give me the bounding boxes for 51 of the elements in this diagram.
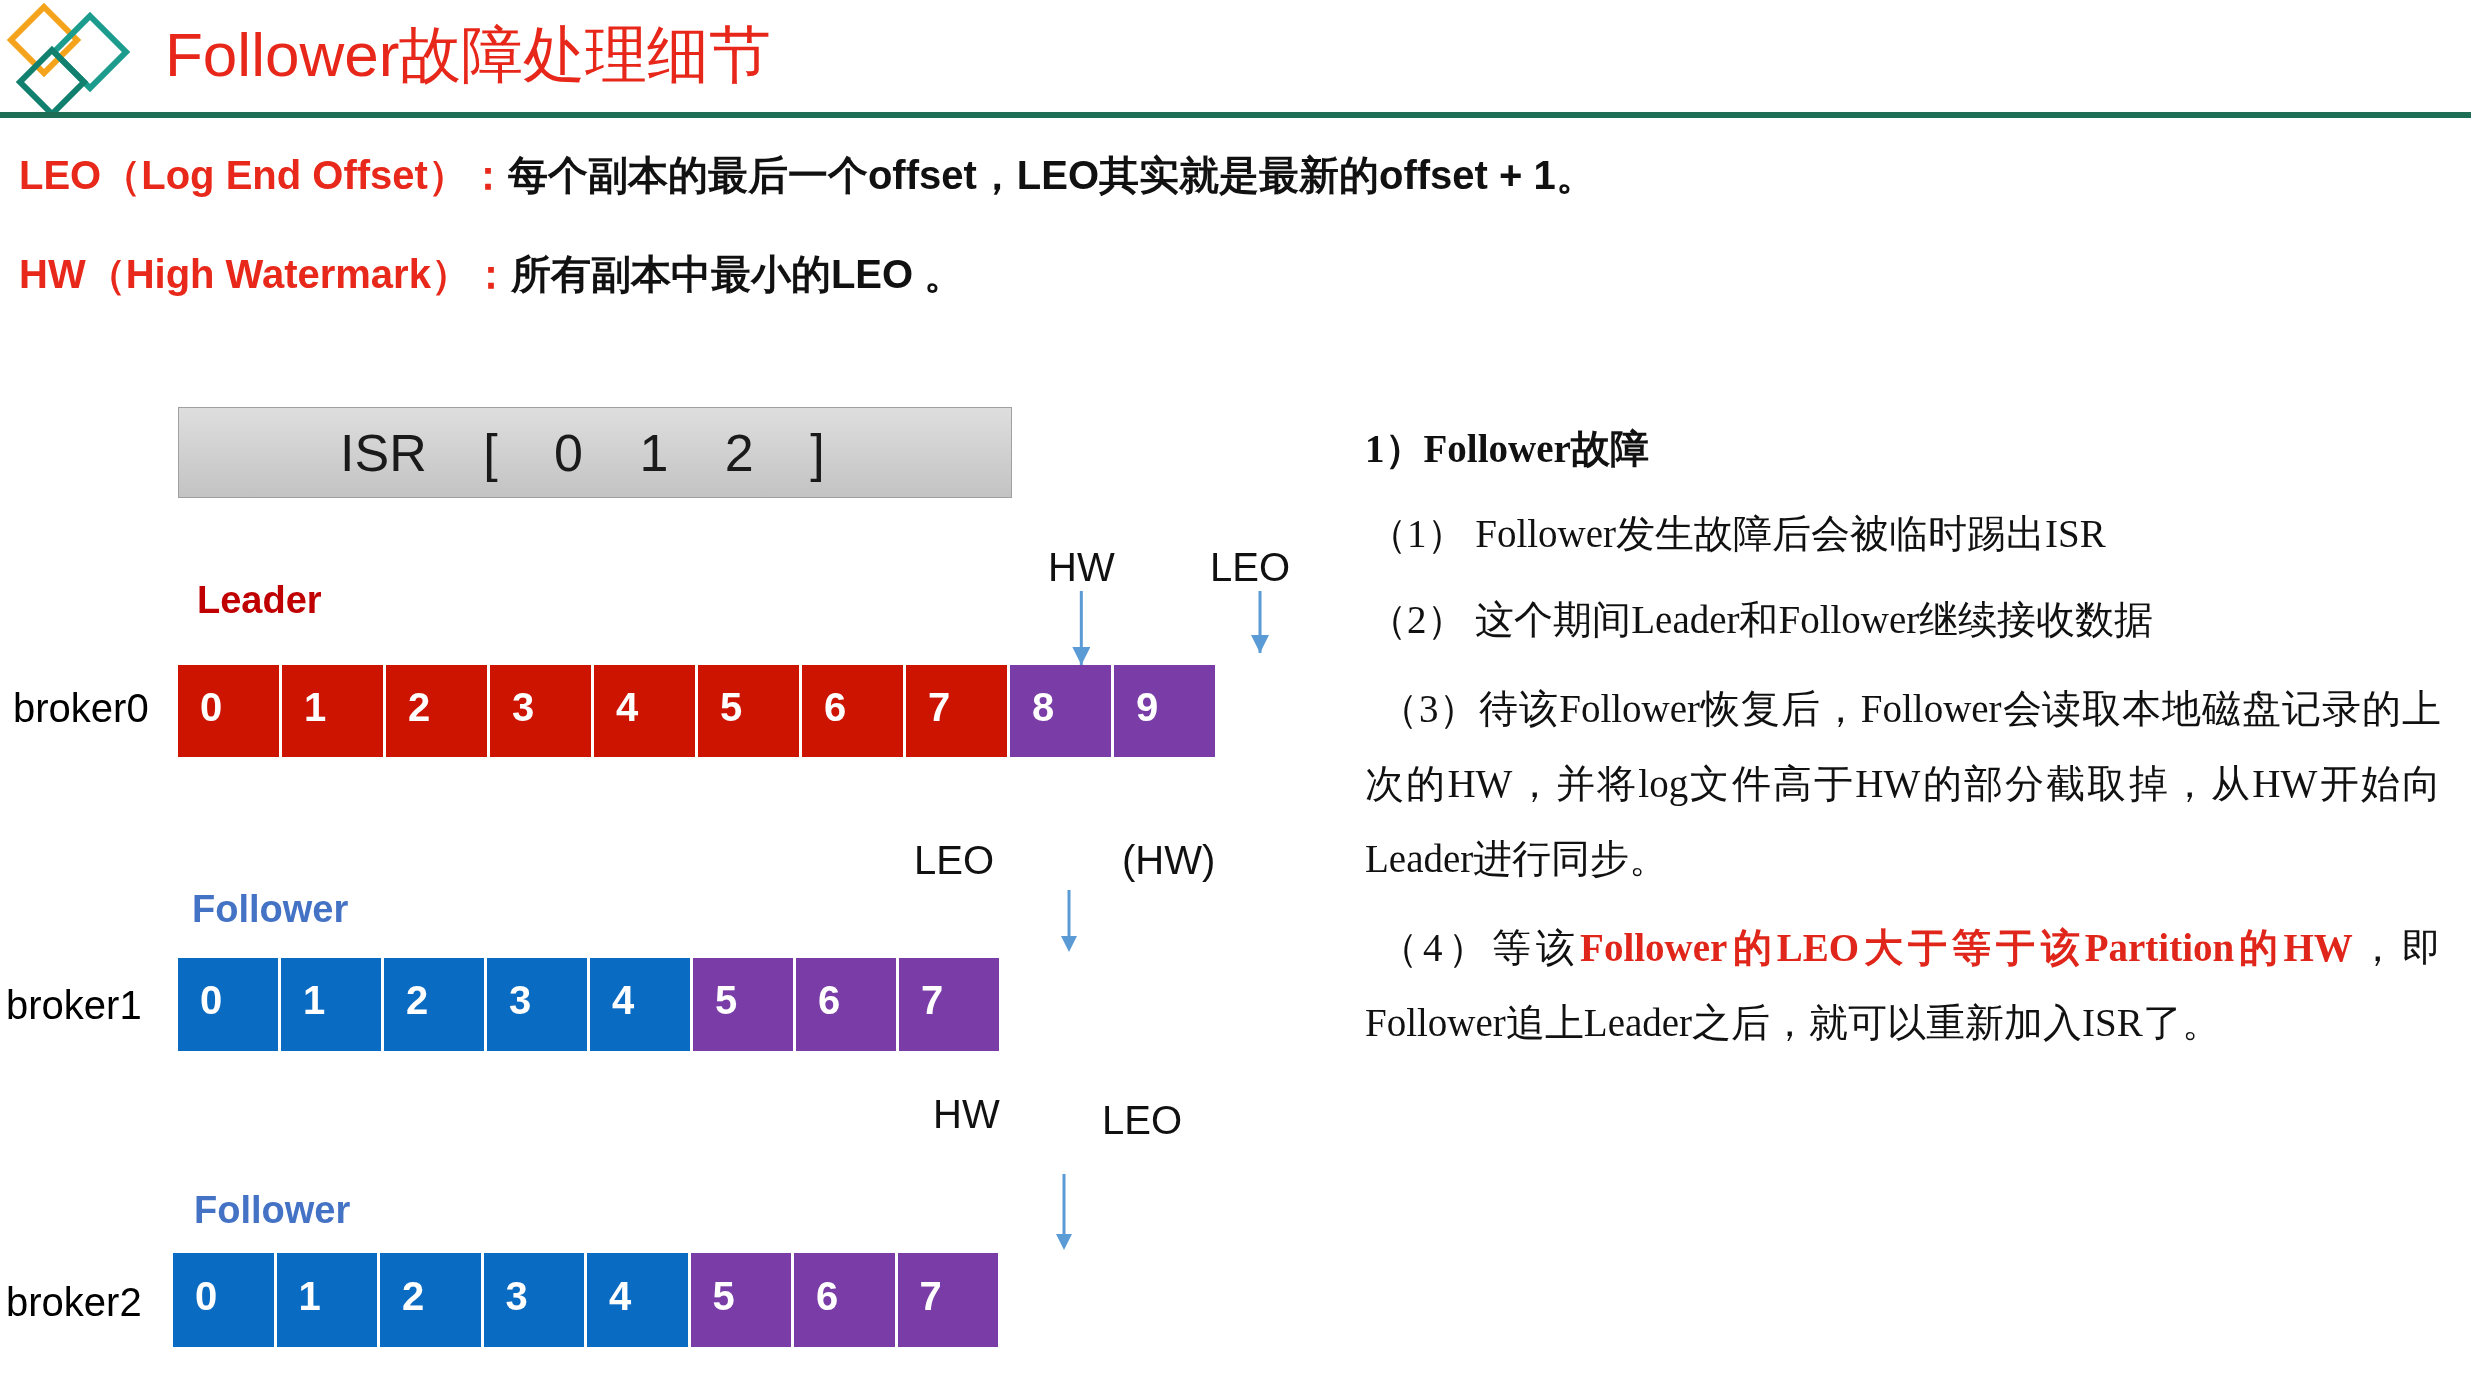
broker-label: broker1: [6, 982, 142, 1028]
offset-cell: 4: [587, 1253, 688, 1347]
offset-cell: 2: [386, 665, 487, 757]
section-heading: 1）Follower故障: [1365, 426, 1649, 472]
pointer-arrow: [1072, 591, 1091, 665]
offset-cell: 6: [802, 665, 903, 757]
offset-cell: 0: [178, 958, 278, 1051]
isr-bar: ISR [ 0 1 2 ]: [178, 407, 1012, 498]
offset-cell: 6: [794, 1253, 895, 1347]
role-label: Follower: [192, 887, 349, 931]
pointer-label: LEO: [1210, 545, 1291, 589]
pointer-arrow: [1251, 591, 1269, 653]
offset-cell: 7: [906, 665, 1007, 757]
offset-cell: 3: [490, 665, 591, 757]
offset-cell: 3: [483, 1253, 584, 1347]
pointer-label: (HW): [1122, 838, 1216, 882]
offset-cell: 0: [173, 1253, 274, 1347]
pointer-label: LEO: [1102, 1098, 1183, 1142]
offset-cell: 4: [590, 958, 690, 1051]
definition-term: HW（High Watermark）：: [19, 251, 511, 298]
note-text: （3）待该Follower恢复后，Follower会读取本地磁盘记录的上次的HW，并将log文件高于HW的部分截取掉，从HW开始向Leader进行同步。: [1365, 686, 2441, 882]
broker-label: broker0: [13, 685, 149, 731]
role-label: Leader: [197, 578, 322, 622]
offset-cell: 3: [487, 958, 587, 1051]
offset-cell: 5: [693, 958, 793, 1051]
slide-title: Follower故障处理细节: [165, 19, 772, 91]
offset-cell: 7: [899, 958, 999, 1051]
offset-cell: 2: [380, 1253, 481, 1347]
offset-cell: 4: [594, 665, 695, 757]
broker-label: broker2: [6, 1279, 142, 1325]
offset-cell: 1: [282, 665, 383, 757]
offset-cell: 5: [690, 1253, 791, 1347]
offset-cell: 8: [1010, 665, 1111, 757]
pointer-label: HW: [933, 1092, 1000, 1136]
note-text: （2） 这个期间Leader和Follower继续接收数据: [1368, 597, 2155, 643]
definition-text: 所有副本中最小的LEO 。: [510, 251, 965, 298]
note-text: （1） Follower发生故障后会被临时踢出ISR: [1368, 511, 2107, 557]
definition-text: 每个副本的最后一个offset，LEO其实就是最新的offset + 1。: [507, 152, 1596, 199]
offset-cell: 9: [1114, 665, 1215, 757]
offset-cell: 1: [281, 958, 381, 1051]
role-label: Follower: [194, 1188, 351, 1232]
offset-cell: 6: [796, 958, 896, 1051]
offset-cell: 2: [384, 958, 484, 1051]
definition-term: LEO（Log End Offset）：: [19, 152, 508, 199]
pointer-label: LEO: [914, 838, 995, 882]
note-text: （4）等该Follower的LEO大于等于该Partition的HW，即Follower追上Leader之后，就可以重新加入ISR了。: [1365, 925, 2441, 1046]
offset-cell: 0: [178, 665, 279, 757]
offset-cell: 5: [698, 665, 799, 757]
pointer-label: HW: [1048, 545, 1115, 589]
offset-cell: 7: [897, 1253, 998, 1347]
offset-cell: 1: [276, 1253, 377, 1347]
